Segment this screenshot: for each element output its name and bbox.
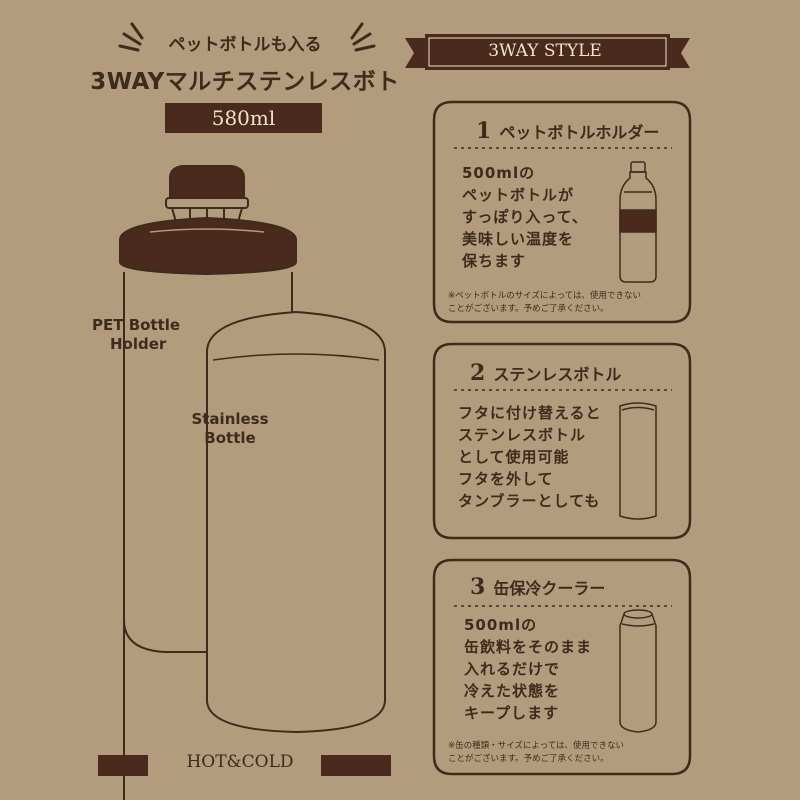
stainless-label-line2: Bottle <box>204 429 256 447</box>
pet-bottle-icon <box>619 161 657 283</box>
card-1-title: 1 ペットボトルホルダー <box>476 118 659 144</box>
card-1-frame <box>432 100 692 324</box>
card-3-title: 3 缶保冷クーラー <box>470 574 605 600</box>
pet-holder-label-line1: PET Bottle <box>92 316 181 334</box>
stainless-label-line1: Stainless <box>191 410 269 428</box>
stainless-label: Stainless Bottle <box>180 410 280 448</box>
card-2-body: フタに付け替えると ステンレスボトル として使用可能 フタを外して タンブラーと… <box>458 404 602 510</box>
hot-cold-label: HOT&COLD <box>186 752 294 772</box>
card-2-heading: ステンレスボトル <box>493 365 622 384</box>
tumbler-icon <box>619 402 657 520</box>
card-2-number: 2 <box>470 360 486 386</box>
ribbon-banner <box>405 34 690 70</box>
can-icon <box>619 609 657 733</box>
footer-bar-right <box>321 755 391 776</box>
tagline-left-flourish <box>118 22 144 52</box>
tagline-right-flourish <box>350 22 376 52</box>
pet-holder-label: PET Bottle Holder <box>92 316 212 354</box>
tagline: ペットボトルも入る <box>168 35 322 55</box>
card-2-frame <box>432 342 692 540</box>
volume-badge: 580ml <box>165 103 322 133</box>
stainless-bottle-illustration <box>206 310 386 734</box>
card-3-frame <box>432 558 692 776</box>
card-1-number: 1 <box>476 118 492 144</box>
card-3-note: ※缶の種類・サイズによっては、使用できない ことがございます。予めご了承ください… <box>448 741 625 764</box>
card-2-title: 2 ステンレスボトル <box>470 360 621 386</box>
card-3-heading: 缶保冷クーラー <box>493 579 606 598</box>
card-1-heading: ペットボトルホルダー <box>499 123 660 142</box>
card-3-number: 3 <box>470 574 486 600</box>
ribbon-label: 3WAY STYLE <box>488 41 602 61</box>
holder-body-lower <box>123 272 207 653</box>
footer-bar-left <box>98 755 148 776</box>
pet-holder-label-line2: Holder <box>110 335 167 353</box>
card-1-body: 500mlの ペットボトルが すっぽり入って、 美味しい温度を 保ちます <box>462 164 588 270</box>
card-1-note: ※ペットボトルのサイズによっては、使用できない ことがございます。予めご了承くだ… <box>448 291 642 314</box>
card-3-body: 500mlの 缶飲料をそのまま 入れるだけで 冷えた状態を キープします <box>464 616 593 722</box>
